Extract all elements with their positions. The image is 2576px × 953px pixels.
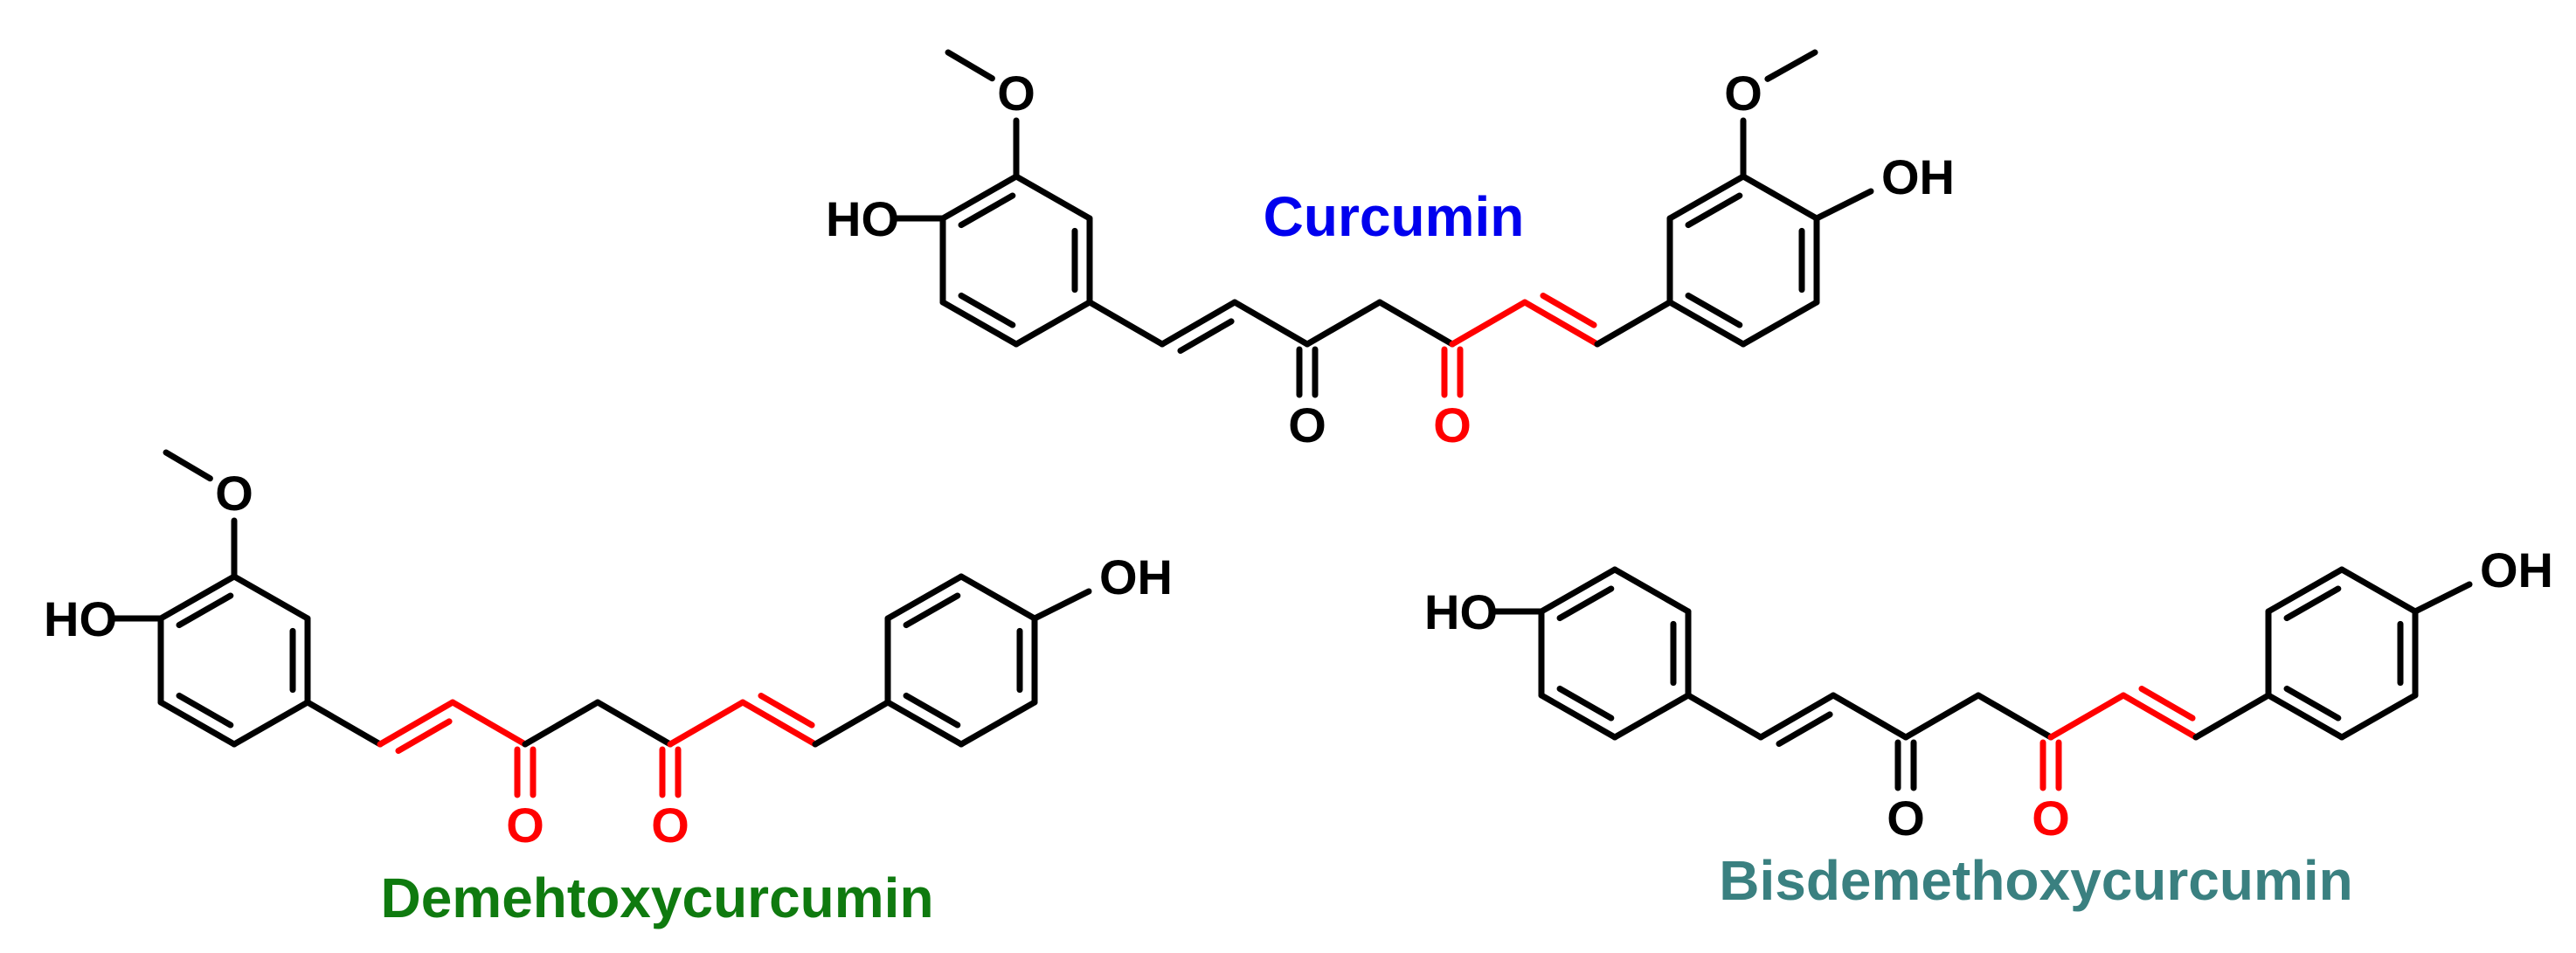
chain-bond-3: [1902, 692, 1982, 741]
left-methoxy-oxygen: O: [215, 466, 253, 521]
right-hydroxyl-label: OH: [1881, 149, 1955, 204]
chain-bond-1: [1086, 299, 1166, 348]
chain-bond-3: [522, 699, 601, 748]
right-ring-double-3: [2283, 585, 2342, 622]
left-methoxy-methyl-bond: [163, 449, 213, 482]
right-methoxy-oxygen: O: [1724, 66, 1762, 121]
chain-bond-3: [1304, 299, 1383, 348]
left-hydroxyl-label: HO: [1424, 584, 1498, 639]
right-hydroxyl-label: OH: [2480, 542, 2553, 597]
bisdemethoxycurcumin-structure: HO O O OH: [1424, 542, 2553, 846]
chain-bond-2: [449, 699, 529, 748]
right-carbonyl-oxygen: O: [651, 798, 689, 853]
right-ring-double-1: [1685, 292, 1743, 328]
chain-bond-5: [2047, 692, 2127, 741]
chain-bond-5: [667, 699, 746, 748]
right-methoxy-methyl-bond: [1764, 49, 1818, 82]
chain-double-right-inner: [758, 692, 815, 729]
left-ring-bond-4: [1538, 692, 1618, 741]
chain-bond-6: [2192, 692, 2272, 741]
chain-double-right-inner: [1540, 292, 1597, 328]
left-ring-bond-4: [939, 299, 1020, 348]
left-carbonyl-oxygen: O: [1288, 397, 1326, 452]
right-carbonyl-oxygen: O: [1433, 397, 1472, 452]
chain-bond-6: [812, 699, 891, 748]
left-ring-bond-6: [1538, 566, 1618, 615]
left-ring-bond-3: [231, 699, 311, 748]
demethoxycurcumin-structure: HO O O O OH: [44, 449, 1173, 853]
chain-bond-2: [1231, 299, 1311, 348]
left-ring-bond-6: [157, 573, 238, 622]
chain-bond-5: [1449, 299, 1528, 348]
left-ring-double-2: [176, 692, 234, 729]
chain-double-left-inner: [1776, 711, 1833, 748]
right-ring-bond-4: [958, 573, 1038, 622]
chain-double-right: [2120, 692, 2199, 741]
right-ring-bond-4: [1740, 173, 1820, 222]
bisdemethoxycurcumin-title: Bisdemethoxycurcumin: [1719, 849, 2353, 912]
right-ring-bond-2: [2338, 692, 2419, 741]
right-hydroxyl-bond: [2412, 581, 2473, 615]
chain-double-left-inner: [395, 718, 453, 755]
chain-bond-1: [1685, 692, 1764, 741]
right-hydroxyl-label: OH: [1099, 549, 1173, 604]
left-ring-bond-6: [939, 173, 1020, 222]
chain-double-left: [1757, 692, 1837, 741]
right-hydroxyl-bond: [1031, 588, 1092, 622]
demethoxycurcumin-title: Demehtoxycurcumin: [380, 867, 933, 929]
chain-double-right-inner: [2138, 685, 2196, 722]
right-ring-bond-4: [2338, 566, 2419, 615]
left-ring-bond-1: [1611, 566, 1692, 615]
right-ring-double-1: [2283, 685, 2342, 722]
left-ring-double-2: [1556, 685, 1615, 722]
chain-double-left: [1159, 299, 1238, 348]
chain-double-left-inner: [1177, 318, 1235, 355]
left-ring-double-2: [958, 292, 1016, 328]
chain-bond-6: [1594, 299, 1673, 348]
right-ring-bond-1: [884, 699, 965, 748]
chain-double-left: [377, 699, 456, 748]
chain-bond-4: [594, 699, 674, 748]
right-ring-double-3: [1685, 192, 1743, 229]
right-ring-bond-1: [1666, 299, 1747, 348]
left-hydroxyl-label: HO: [826, 191, 899, 246]
left-carbonyl-oxygen: O: [506, 798, 544, 853]
right-carbonyl-oxygen: O: [2032, 791, 2070, 846]
right-ring-bond-2: [958, 699, 1038, 748]
left-hydroxyl-label: HO: [44, 591, 117, 646]
right-ring-bond-5: [2265, 566, 2345, 615]
left-ring-bond-3: [1013, 299, 1093, 348]
chain-double-right: [739, 699, 819, 748]
left-ring-bond-4: [157, 699, 238, 748]
chain-bond-4: [1376, 299, 1456, 348]
right-ring-bond-5: [884, 573, 965, 622]
left-methoxy-methyl-bond: [945, 49, 995, 82]
right-ring-bond-2: [1740, 299, 1820, 348]
chain-double-right: [1521, 299, 1601, 348]
right-ring-bond-1: [2265, 692, 2345, 741]
left-ring-bond-1: [1013, 173, 1093, 222]
right-ring-double-3: [903, 592, 961, 629]
left-ring-double-3: [1556, 585, 1615, 622]
left-methoxy-oxygen: O: [997, 66, 1035, 121]
curcumin-structure: HO O O O OH O: [826, 49, 1955, 452]
right-ring-double-1: [903, 692, 961, 729]
left-ring-bond-3: [1611, 692, 1692, 741]
chain-bond-2: [1830, 692, 1909, 741]
left-ring-bond-1: [231, 573, 311, 622]
left-ring-double-3: [958, 192, 1016, 229]
right-hydroxyl-bond: [1813, 188, 1874, 222]
right-ring-bond-5: [1666, 173, 1747, 222]
left-ring-double-3: [176, 592, 234, 629]
chain-bond-1: [304, 699, 384, 748]
chain-bond-4: [1975, 692, 2054, 741]
curcumin-title: Curcumin: [1264, 185, 1525, 248]
left-carbonyl-oxygen: O: [1887, 791, 1925, 846]
